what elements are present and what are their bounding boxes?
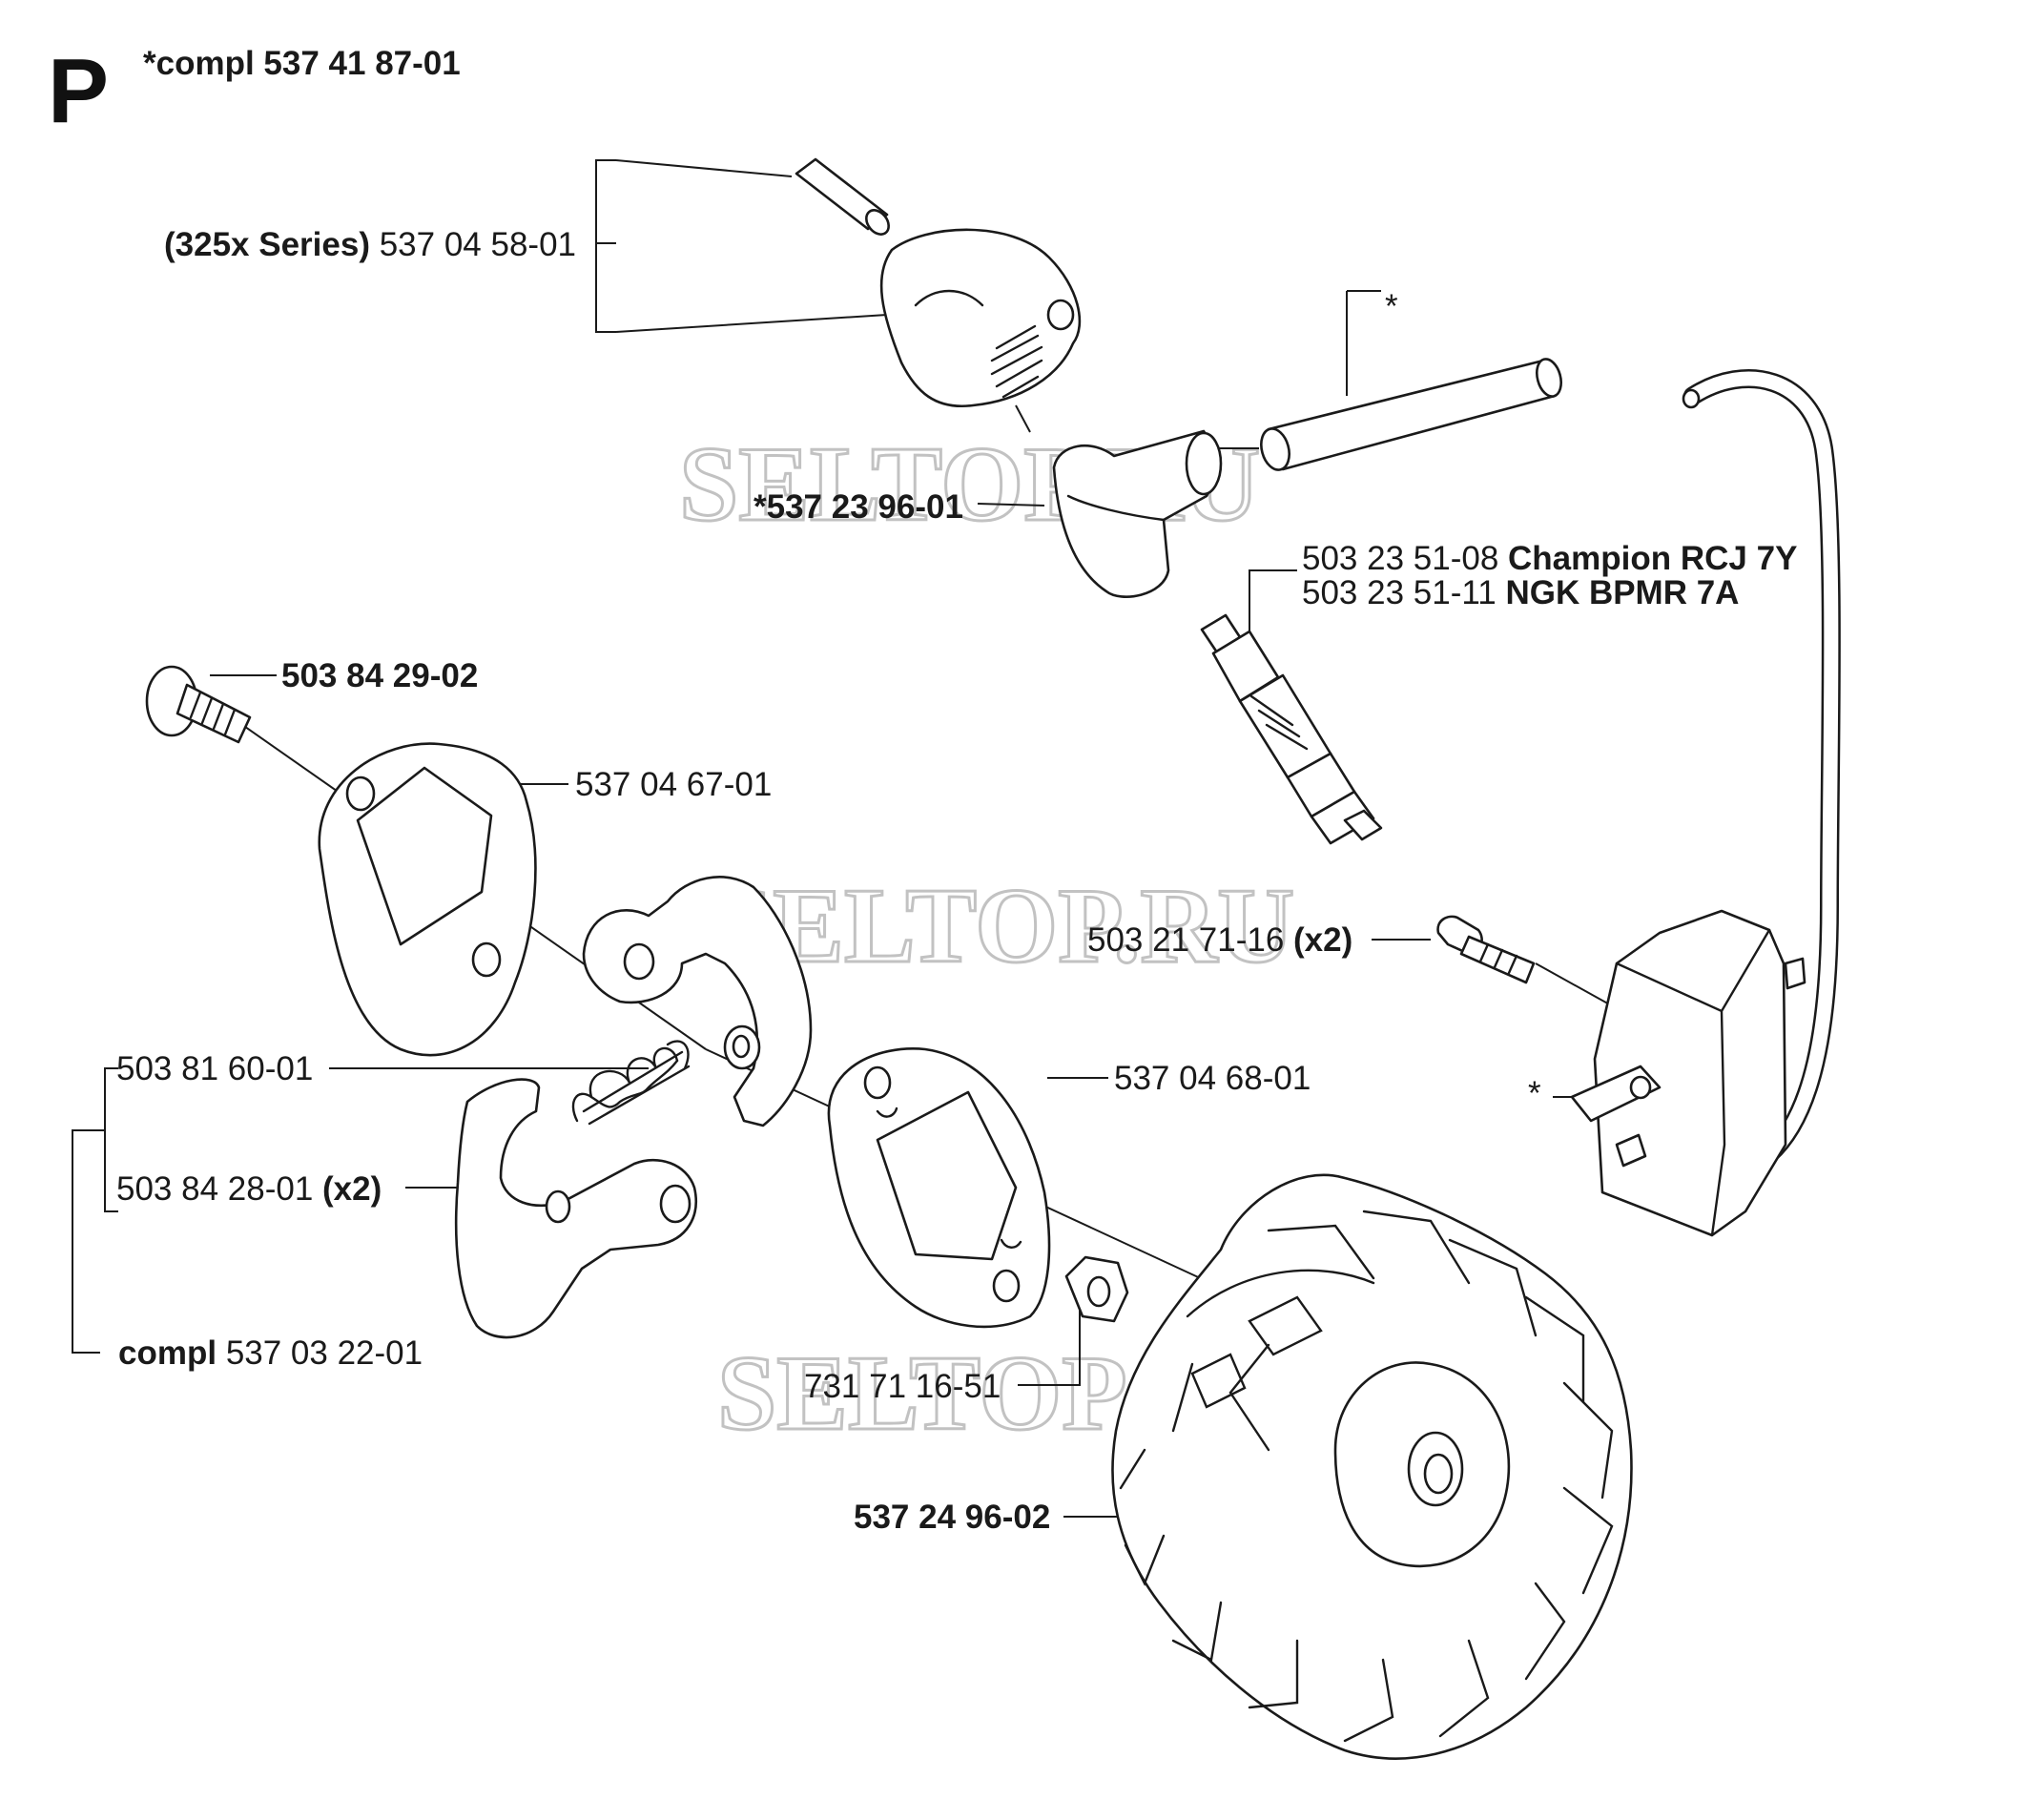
tube-part — [1260, 358, 1562, 471]
screw-top-part — [145, 665, 252, 744]
svg-text:503 84 28-01 (x2): 503 84 28-01 (x2) — [116, 1170, 382, 1208]
svg-text:503 23 51-11 NGK BPMR 7A: 503 23 51-11 NGK BPMR 7A — [1302, 574, 1739, 611]
spark-plug-part — [1200, 613, 1383, 845]
svg-text:compl 537 03 22-01: compl 537 03 22-01 — [118, 1334, 423, 1372]
rear-plate-number: 537 04 67-01 — [575, 766, 772, 803]
tube-marker: * — [1385, 288, 1398, 325]
front-plate-part — [827, 1047, 1051, 1329]
ignition-screw-part — [1436, 915, 1536, 984]
section-letter: P — [48, 40, 109, 142]
boot-prefix: (325x Series) — [164, 226, 370, 263]
spark-plug-1-name: Champion RCJ 7Y — [1508, 540, 1797, 577]
spring-number: 503 81 60-01 — [116, 1050, 313, 1087]
ignition-marker: * — [1528, 1075, 1541, 1112]
flywheel-part — [1111, 1173, 1633, 1760]
svg-text:(325x Series) 537 04 58-01: (325x Series) 537 04 58-01 — [164, 226, 576, 263]
flywheel-number: 537 24 96-02 — [854, 1499, 1050, 1536]
svg-text:503 23 51-08 Champion RCJ 7Y: 503 23 51-08 Champion RCJ 7Y — [1302, 540, 1797, 577]
pawl-kit-prefix: compl — [118, 1334, 217, 1372]
spark-plug-2-number: 503 23 51-11 — [1302, 574, 1497, 611]
ignition-screw-number: 503 21 71-16 — [1087, 921, 1284, 959]
svg-text:503 21 71-16 (x2): 503 21 71-16 (x2) — [1087, 921, 1352, 959]
cap-part — [1052, 429, 1223, 598]
ignition-wire — [1682, 369, 1841, 1183]
pin-part — [795, 157, 890, 236]
assembly-note: *compl 537 41 87-01 — [143, 45, 461, 82]
pawl-part — [454, 1078, 697, 1339]
clutch-shoe-top — [582, 876, 813, 1127]
ignition-module-part — [1570, 909, 1806, 1237]
screw-top-number: 503 84 29-02 — [281, 657, 478, 694]
watermark-2: SELTOP.RU — [713, 867, 1294, 985]
boot-part — [879, 228, 1082, 408]
front-plate-number: 537 04 68-01 — [1114, 1060, 1311, 1097]
cap-part-number: *537 23 96-01 — [753, 488, 963, 526]
washer-number: 731 71 16-51 — [804, 1368, 1001, 1405]
spring-part — [571, 1040, 691, 1126]
spark-plug-1-number: 503 23 51-08 — [1302, 540, 1498, 577]
rear-plate-part — [318, 742, 537, 1057]
pawl-number: 503 84 28-01 — [116, 1170, 313, 1208]
spark-plug-2-name: NGK BPMR 7A — [1505, 574, 1739, 611]
ignition-screw-qty: (x2) — [1293, 921, 1352, 959]
pawl-kit-number: 537 03 22-01 — [226, 1334, 423, 1372]
washer-part — [1064, 1255, 1129, 1323]
pawl-qty: (x2) — [322, 1170, 382, 1208]
boot-part-number: 537 04 58-01 — [380, 226, 576, 263]
